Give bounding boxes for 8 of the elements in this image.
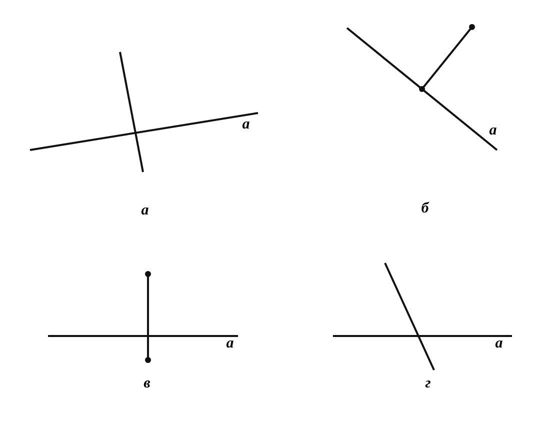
- line-label: a: [226, 336, 234, 352]
- figure-caption: в: [144, 376, 150, 392]
- figure-caption: б: [421, 202, 429, 216]
- figure-caption: а: [141, 204, 149, 218]
- line-label: a: [495, 336, 503, 352]
- line-label: a: [489, 124, 497, 138]
- figure-caption: г: [425, 376, 431, 392]
- line-label: a: [242, 118, 250, 132]
